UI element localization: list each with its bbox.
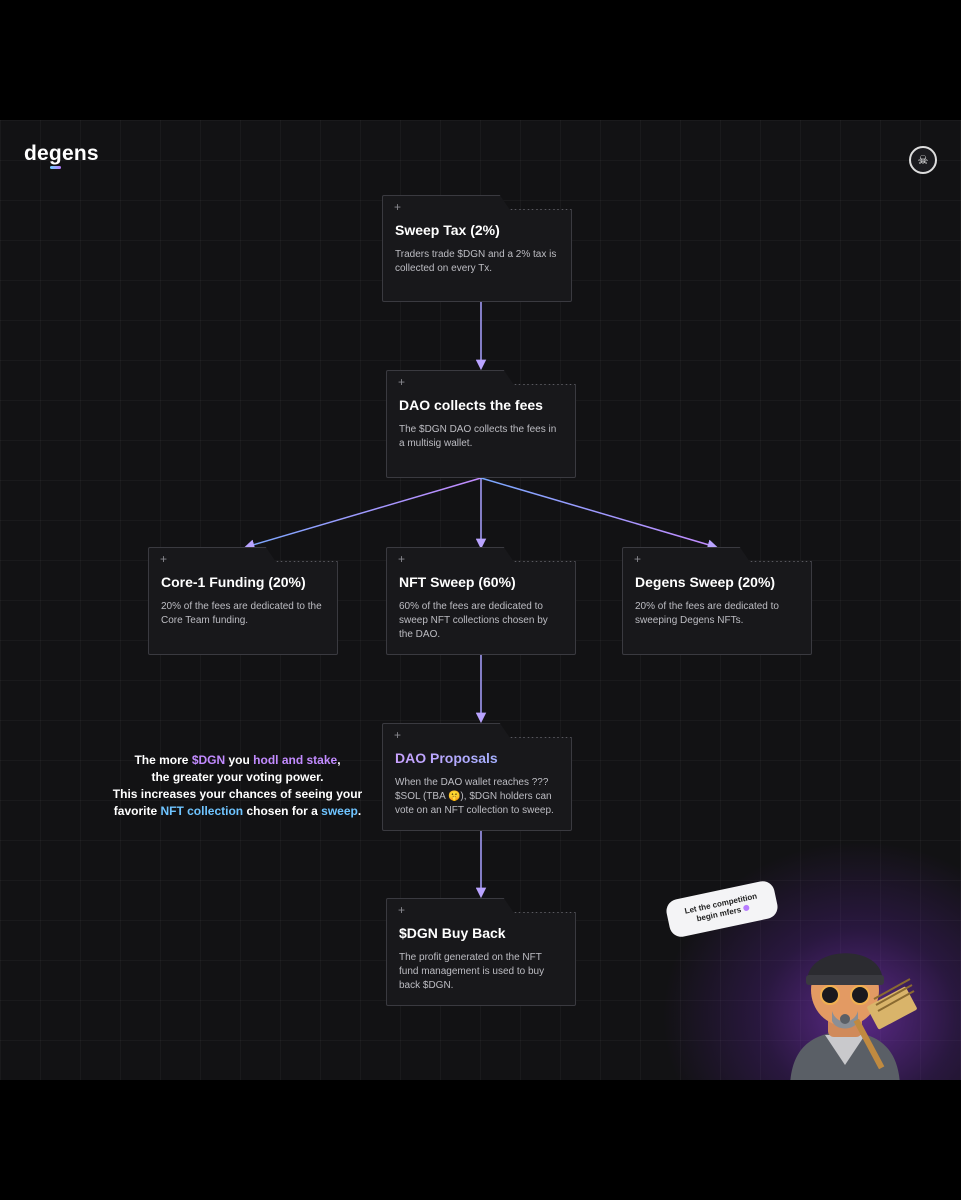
voting-power-note: The more $DGN you hodl and stake, the gr…: [105, 752, 370, 820]
logo-text-1: de: [24, 142, 49, 165]
card-description: The $DGN DAO collects the fees in a mult…: [399, 424, 557, 449]
note-text: favorite: [113, 804, 161, 818]
arrow-dao-to-core: [243, 477, 482, 550]
card-description: The profit generated on the NFT fund man…: [399, 952, 545, 991]
card-title: DAO collects the fees: [399, 397, 543, 413]
note-text: The more: [134, 753, 192, 767]
plus-icon: +: [398, 552, 406, 566]
card-title: Core-1 Funding (20%): [161, 574, 306, 590]
note-text: the greater your voting power.: [151, 770, 324, 784]
note-text: ,: [337, 753, 341, 767]
plus-icon: +: [634, 552, 642, 566]
plus-icon: +: [394, 200, 402, 214]
note-text: .: [357, 804, 362, 818]
flow-arrows: [243, 302, 719, 899]
card-description: When the DAO wallet reaches ??? $SOL (TB…: [395, 777, 554, 816]
degen-mascot-icon: [790, 953, 917, 1080]
card-title: Sweep Tax (2%): [395, 222, 500, 238]
arrow-dao-to-degens: [480, 477, 719, 550]
logo-g: g: [48, 142, 62, 169]
emoji-icon: [742, 904, 750, 912]
plus-icon: +: [398, 903, 406, 917]
note-text: you: [225, 753, 254, 767]
card-description: 20% of the fees are dedicated to sweepin…: [635, 601, 779, 626]
note-highlight-nft: NFT collection: [160, 804, 244, 818]
card-title: $DGN Buy Back: [399, 925, 506, 941]
card-dao-proposals: + DAO Proposals When the DAO wallet reac…: [382, 723, 572, 831]
plus-icon: +: [398, 375, 406, 389]
note-highlight-hodl: hodl and stake: [253, 753, 338, 767]
skull-avatar-icon[interactable]: ☠: [909, 146, 937, 174]
card-description: 20% of the fees are dedicated to the Cor…: [161, 601, 322, 626]
card-buy-back: + $DGN Buy Back The profit generated on …: [386, 898, 576, 1006]
card-title: DAO Proposals: [395, 750, 559, 766]
card-description: Traders trade $DGN and a 2% tax is colle…: [395, 249, 557, 274]
card-description: 60% of the fees are dedicated to sweep N…: [399, 601, 548, 640]
purple-glow: [661, 840, 961, 1080]
flow-canvas: degens ☠ + Sweep Tax (2%) Traders trade …: [0, 120, 961, 1080]
card-degens-sweep: + Degens Sweep (20%) 20% of the fees are…: [622, 547, 812, 655]
card-title: Degens Sweep (20%): [635, 574, 776, 590]
logo-text-2: ens: [61, 142, 99, 165]
card-nft-sweep: + NFT Sweep (60%) 60% of the fees are de…: [386, 547, 576, 655]
plus-icon: +: [394, 728, 402, 742]
card-core-funding: + Core-1 Funding (20%) 20% of the fees a…: [148, 547, 338, 655]
degens-logo[interactable]: degens: [24, 142, 99, 169]
note-highlight-sweep: sweep: [321, 804, 358, 818]
note-text: chosen for a: [243, 804, 322, 818]
card-sweep-tax: + Sweep Tax (2%) Traders trade $DGN and …: [382, 195, 572, 302]
card-dao-collects: + DAO collects the fees The $DGN DAO col…: [386, 370, 576, 478]
card-title: NFT Sweep (60%): [399, 574, 516, 590]
note-highlight-dgn: $DGN: [191, 753, 226, 767]
plus-icon: +: [160, 552, 168, 566]
note-text: This increases your chances of seeing yo…: [112, 787, 363, 801]
